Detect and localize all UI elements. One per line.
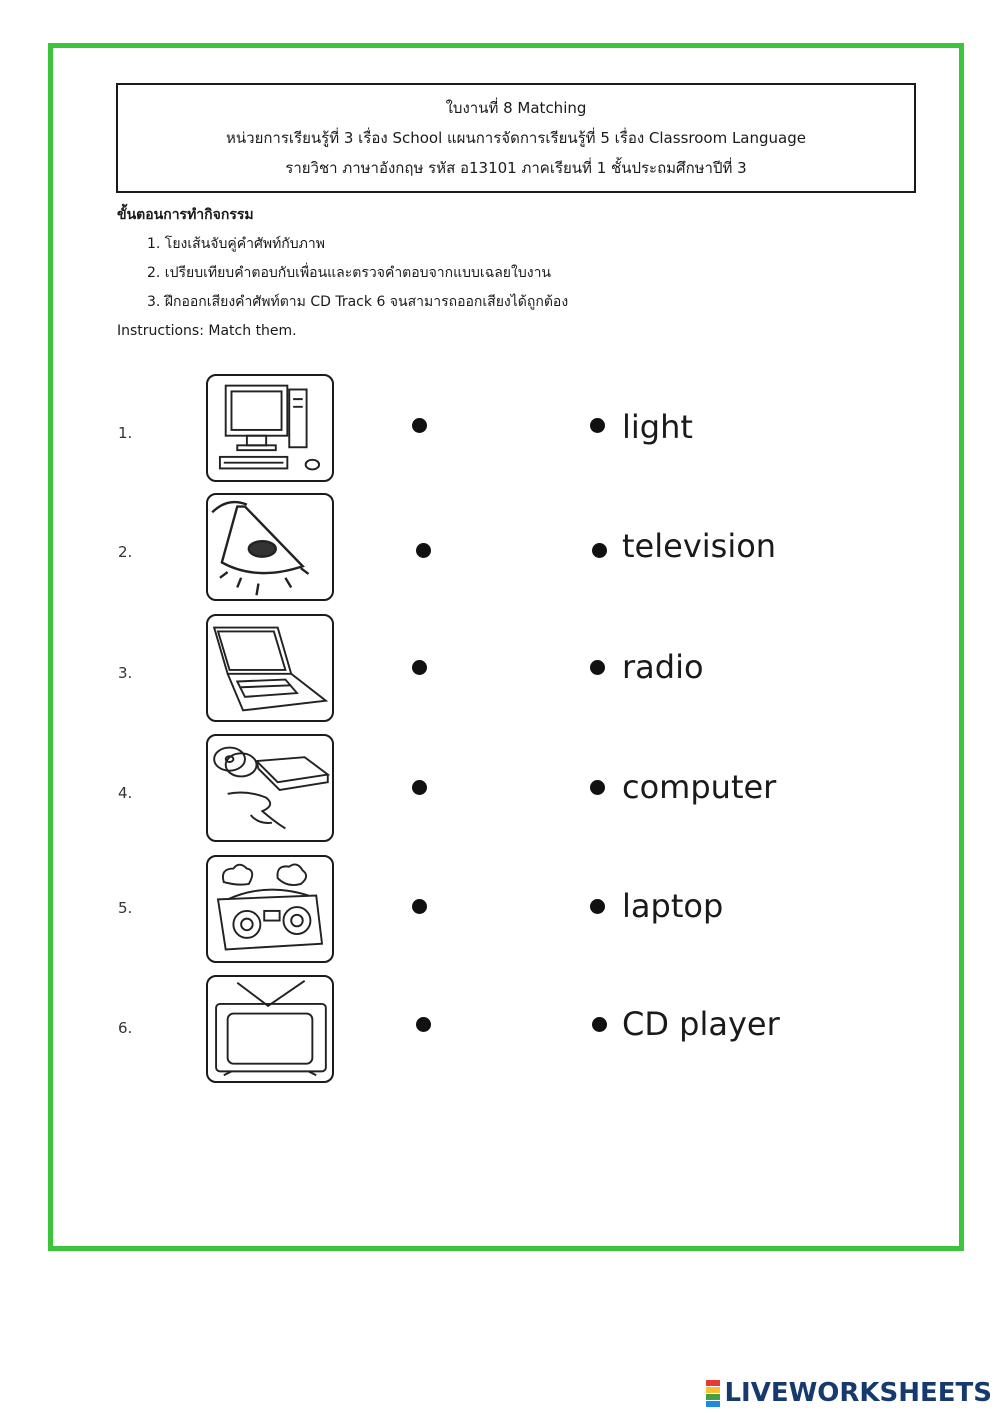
left-match-dot[interactable] — [412, 899, 427, 914]
row-number: 2. — [118, 543, 133, 561]
logo-text: LIVEWORKSHEETS — [724, 1378, 992, 1408]
match-row: 2. television — [0, 493, 1000, 605]
instructions: Instructions: Match them. — [117, 317, 568, 346]
match-word: radio — [622, 648, 704, 686]
right-match-dot[interactable] — [590, 780, 605, 795]
instructions-label: Instructions: — [117, 323, 204, 339]
worksheet-header: ใบงานที่ 8 Matching หน่วยการเรียนรู้ที่ … — [116, 83, 916, 193]
row-number: 4. — [118, 784, 133, 802]
right-match-dot[interactable] — [590, 418, 605, 433]
radio-icon — [206, 855, 334, 963]
match-row: 4. computer — [0, 734, 1000, 846]
step-item: 2. เปรียบเทียบคำตอบกับเพื่อนและตรวจคำตอบ… — [147, 265, 552, 281]
liveworksheets-logo: LIVEWORKSHEETS — [706, 1378, 992, 1408]
worksheet-frame — [48, 43, 964, 1251]
instructions-text: Match them. — [203, 323, 297, 339]
worksheet-title: ใบงานที่ 8 Matching — [445, 99, 587, 117]
match-row: 3. radio — [0, 614, 1000, 726]
row-number: 1. — [118, 424, 133, 442]
row-number: 6. — [118, 1019, 133, 1037]
cd-player-icon — [206, 734, 334, 842]
match-word: light — [622, 408, 693, 446]
television-icon — [206, 975, 334, 1083]
course-line: รายวิชา ภาษาอังกฤษ รหัส อ13101 ภาคเรียนท… — [285, 159, 747, 177]
step-item: 1. โยงเส้นจับคู่คำศัพท์กับภาพ — [147, 236, 325, 252]
steps-heading: ขั้นตอนการทำกิจกรรม — [117, 207, 254, 223]
computer-icon — [206, 374, 334, 482]
lamp-icon — [206, 493, 334, 601]
left-match-dot[interactable] — [412, 780, 427, 795]
match-word: computer — [622, 768, 777, 806]
logo-mark — [706, 1379, 721, 1407]
left-match-dot[interactable] — [412, 418, 427, 433]
row-number: 3. — [118, 664, 133, 682]
left-match-dot[interactable] — [412, 660, 427, 675]
step-item: 3. ฝึกออกเสียงคำศัพท์ตาม CD Track 6 จนสา… — [147, 294, 569, 310]
match-word: laptop — [622, 887, 724, 925]
laptop-icon — [206, 614, 334, 722]
unit-line: หน่วยการเรียนรู้ที่ 3 เรื่อง School แผนก… — [226, 129, 806, 147]
right-match-dot[interactable] — [592, 1017, 607, 1032]
match-word: television — [622, 527, 777, 565]
match-row: 5. laptop — [0, 855, 1000, 967]
right-match-dot[interactable] — [590, 660, 605, 675]
activity-steps: ขั้นตอนการทำกิจกรรม 1. โยงเส้นจับคู่คำศั… — [117, 201, 568, 346]
right-match-dot[interactable] — [590, 899, 605, 914]
left-match-dot[interactable] — [416, 543, 431, 558]
match-row: 1. light — [0, 374, 1000, 486]
match-row: 6. CD player — [0, 975, 1000, 1087]
left-match-dot[interactable] — [416, 1017, 431, 1032]
row-number: 5. — [118, 899, 133, 917]
right-match-dot[interactable] — [592, 543, 607, 558]
match-word: CD player — [622, 1005, 780, 1043]
